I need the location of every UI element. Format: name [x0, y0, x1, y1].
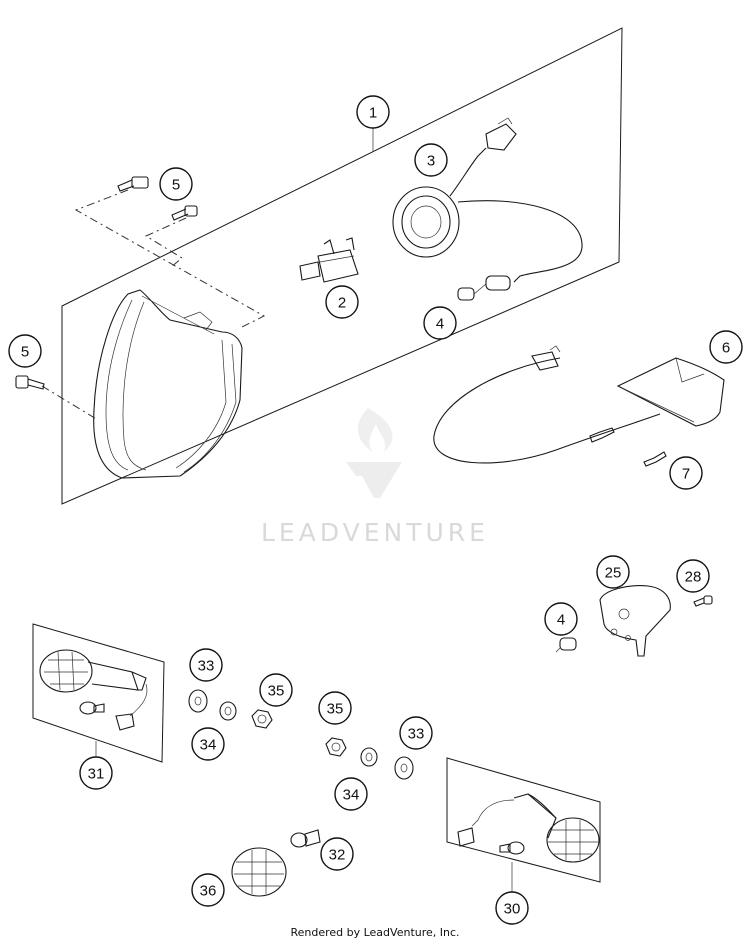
bolt-upper: [117, 176, 149, 192]
callout-4: 4: [544, 602, 578, 636]
rear-bulb: [555, 637, 577, 653]
callout-circle: [334, 777, 368, 811]
screw-license-a: [589, 427, 615, 443]
callout-circle: [159, 167, 193, 201]
callout-number: 31: [88, 766, 105, 783]
callout-number: 36: [200, 883, 217, 900]
callout-5: 5: [159, 167, 193, 201]
callout-number: 35: [327, 701, 344, 718]
callout-circle: [356, 95, 390, 129]
callout-36: 36: [191, 873, 225, 907]
callout-25: 25: [596, 555, 630, 589]
callout-circle: [676, 559, 710, 593]
washer-33-right: [394, 756, 414, 780]
license-plate-light: [433, 345, 725, 464]
right-turn-bulb: [499, 841, 525, 855]
callout-number: 32: [329, 847, 346, 864]
callout-35: 35: [259, 673, 293, 707]
callout-number: 25: [605, 565, 622, 582]
callout-number: 4: [557, 612, 565, 629]
callout-number: 5: [172, 177, 180, 194]
callout-circle: [709, 330, 743, 364]
callout-34: 34: [191, 727, 225, 761]
callout-circle: [79, 756, 113, 790]
washer-33-left: [188, 689, 208, 713]
watermark-text: LEADVENTURE: [261, 518, 489, 547]
callout-5: 5: [8, 334, 42, 368]
callout-31: 31: [79, 756, 113, 790]
callout-number: 34: [343, 787, 360, 804]
callout-2: 2: [325, 285, 359, 319]
lock-washer-34-left: [219, 701, 237, 721]
callout-circle: [8, 334, 42, 368]
callout-33: 33: [399, 716, 433, 750]
callout-circle: [495, 891, 529, 925]
bolt-side: [15, 375, 45, 390]
dash-line-upper-bolt: [74, 189, 266, 329]
callout-28: 28: [676, 559, 710, 593]
callout-1: 1: [356, 95, 390, 129]
callout-number: 33: [408, 726, 425, 743]
turn-signal-bulb: [290, 829, 321, 848]
callout-33: 33: [189, 648, 223, 682]
nut-35-right: [325, 737, 347, 757]
callout-number: 7: [682, 466, 690, 483]
left-turn-signal-frame: [32, 623, 165, 763]
callout-number: 30: [504, 901, 521, 918]
callout-32: 32: [320, 837, 354, 871]
rear-light-bracket: [599, 585, 671, 657]
left-turn-signal: [39, 649, 148, 731]
callout-circle: [259, 673, 293, 707]
lock-washer-34-right: [360, 747, 378, 767]
callout-circle: [325, 285, 359, 319]
callout-6: 6: [709, 330, 743, 364]
watermark-logo: [346, 408, 402, 498]
callout-circle: [414, 143, 448, 177]
parking-bulb: [457, 275, 511, 301]
dash-line-lower-bolt: [144, 217, 187, 269]
callout-number: 34: [200, 737, 217, 754]
callout-4: 4: [423, 306, 457, 340]
headlight-bulb: [299, 237, 359, 283]
callout-35: 35: [318, 691, 352, 725]
bracket-screw: [693, 595, 713, 607]
callout-3: 3: [414, 143, 448, 177]
callout-number: 6: [722, 340, 730, 357]
callout-number: 5: [21, 344, 29, 361]
callout-7: 7: [669, 456, 703, 490]
right-turn-signal-frame: [446, 757, 601, 883]
callout-30: 30: [495, 891, 529, 925]
callout-circle: [596, 555, 630, 589]
callout-circle: [191, 727, 225, 761]
callout-number: 3: [427, 153, 435, 170]
callout-circle: [544, 602, 578, 636]
callout-circle: [320, 837, 354, 871]
bolt-middle: [171, 205, 198, 221]
callout-number: 33: [198, 658, 215, 675]
callout-number: 28: [685, 569, 702, 586]
callout-circle: [191, 873, 225, 907]
callout-circle: [423, 306, 457, 340]
screw-license-b: [643, 451, 667, 467]
headlight-housing: [93, 289, 243, 479]
footer-credit: Rendered by LeadVenture, Inc.: [290, 926, 460, 939]
callout-circle: [399, 716, 433, 750]
callout-circle: [189, 648, 223, 682]
callout-number: 1: [369, 105, 377, 122]
left-turn-bulb: [79, 701, 105, 715]
callout-number: 4: [436, 316, 444, 333]
dash-line-side-bolt: [41, 385, 99, 421]
headlight-group-frame: [61, 27, 623, 505]
callout-number: 2: [338, 295, 346, 312]
callout-circle: [318, 691, 352, 725]
callout-circle: [669, 456, 703, 490]
callout-number: 35: [268, 683, 285, 700]
headlight-socket: [392, 117, 583, 283]
turn-signal-lens: [231, 847, 287, 897]
callout-34: 34: [334, 777, 368, 811]
nut-35-left: [251, 709, 273, 729]
right-turn-signal: [457, 793, 600, 863]
